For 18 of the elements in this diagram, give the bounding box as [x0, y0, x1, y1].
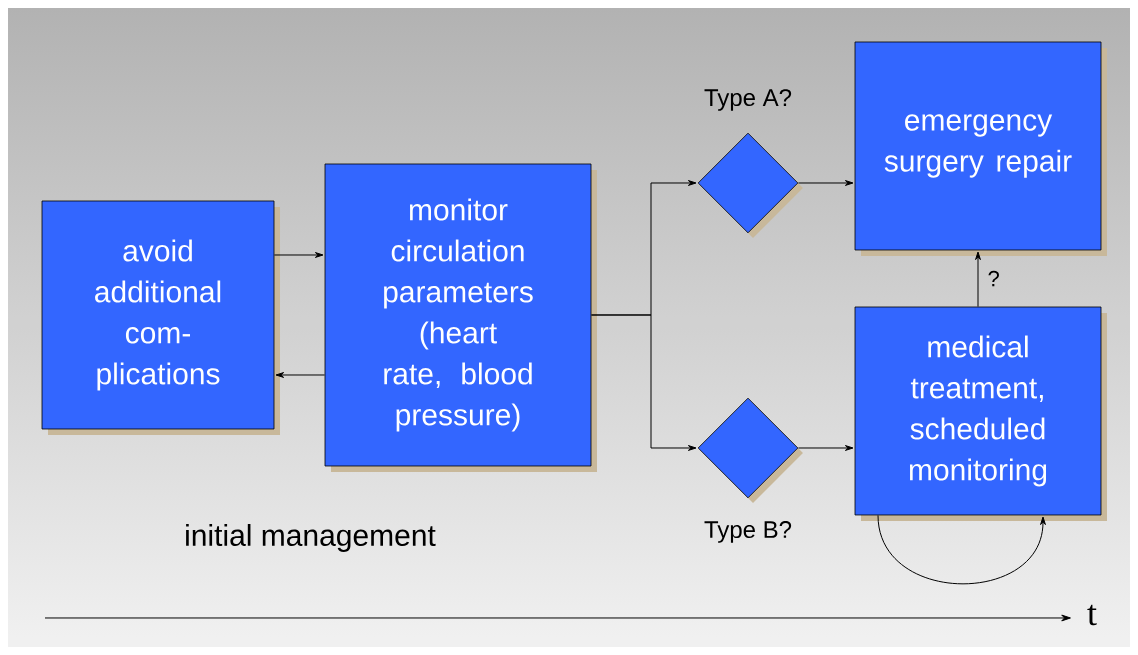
process-box: emergency surgery repair	[854, 41, 1107, 256]
arrow	[273, 252, 324, 258]
arrow	[975, 251, 981, 308]
axis-label: t	[1087, 604, 1097, 626]
decision-label: Type B?	[704, 521, 792, 543]
arrow	[797, 180, 854, 186]
decision-diamond	[697, 397, 803, 503]
decision-label: Type A?	[704, 89, 792, 111]
process-box: monitor circulation parameters (heart rate, blood pressure)	[324, 163, 597, 472]
arrow	[590, 314, 697, 451]
decision-diamond	[697, 132, 803, 238]
arrow	[797, 445, 854, 451]
caption-label: initial management	[186, 524, 436, 552]
edge-label: ?	[988, 270, 999, 287]
process-box: avoid additional com-plications	[41, 200, 280, 435]
process-box: medical treatment, scheduled monitoring	[854, 306, 1107, 521]
arrow	[275, 372, 326, 378]
arrow	[877, 514, 1046, 585]
